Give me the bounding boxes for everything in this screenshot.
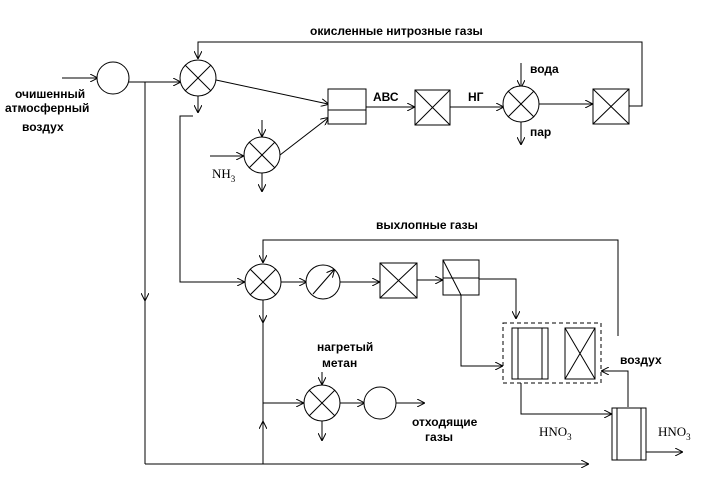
avs-reactor: [327, 88, 367, 125]
mixer-methane: [303, 384, 341, 422]
label-ng: НГ: [468, 90, 484, 104]
label-avs: АВС: [373, 90, 399, 104]
absorber-column: [511, 327, 549, 380]
mixer-to-avs-line: [215, 79, 328, 104]
expander-turbine: [363, 386, 397, 420]
gas-turbine: [305, 264, 341, 300]
absorption-unit-frame: [502, 322, 602, 384]
absorber-to-storage-line: [520, 383, 611, 414]
heat-exchanger-bottom: [379, 262, 418, 299]
label-water: вода: [530, 62, 559, 76]
label-purified-air-2: атмосферный: [5, 101, 89, 115]
separator-to-absorber-line: [479, 278, 516, 318]
label-hno3-a: HNO3: [539, 424, 572, 442]
mixer-top: [179, 59, 217, 97]
label-air: воздух: [620, 353, 662, 367]
oxidized-gases-return-line: [198, 41, 643, 107]
label-purified-air-1: очишенный: [15, 87, 85, 101]
label-purified-air-3: воздух: [22, 120, 64, 134]
mixer-water: [502, 85, 540, 123]
label-nh3: NH3: [212, 166, 236, 184]
separator: [442, 259, 480, 296]
label-heated-methane-1: нагретый: [317, 340, 373, 354]
exhaust-return-line: [263, 239, 619, 336]
mixer-nh3: [243, 136, 281, 174]
label-hno3-b: HNO3: [658, 424, 691, 442]
label-exhaust-gases: выхлопные газы: [376, 218, 478, 232]
label-steam: пар: [530, 125, 551, 139]
mixer-bottom: [244, 263, 282, 301]
label-heated-methane-2: метан: [322, 356, 357, 370]
mixer-nh3-to-avs-line: [279, 118, 328, 156]
air-to-unit-line: [602, 371, 629, 407]
separator-to-side-line: [460, 295, 502, 366]
label-oxidized-nitrous-gases: окисленные нитрозные газы: [310, 24, 483, 38]
label-outgoing-gases-1: отходящие: [412, 415, 478, 429]
branch-to-lower-line: [179, 115, 244, 282]
bleach-column: [564, 327, 596, 380]
cooler-top: [592, 88, 630, 125]
acid-storage-tank: [611, 407, 647, 461]
waste-heat-boiler: [414, 89, 451, 126]
air-compressor: [96, 61, 130, 95]
label-outgoing-gases-2: газы: [425, 430, 453, 444]
